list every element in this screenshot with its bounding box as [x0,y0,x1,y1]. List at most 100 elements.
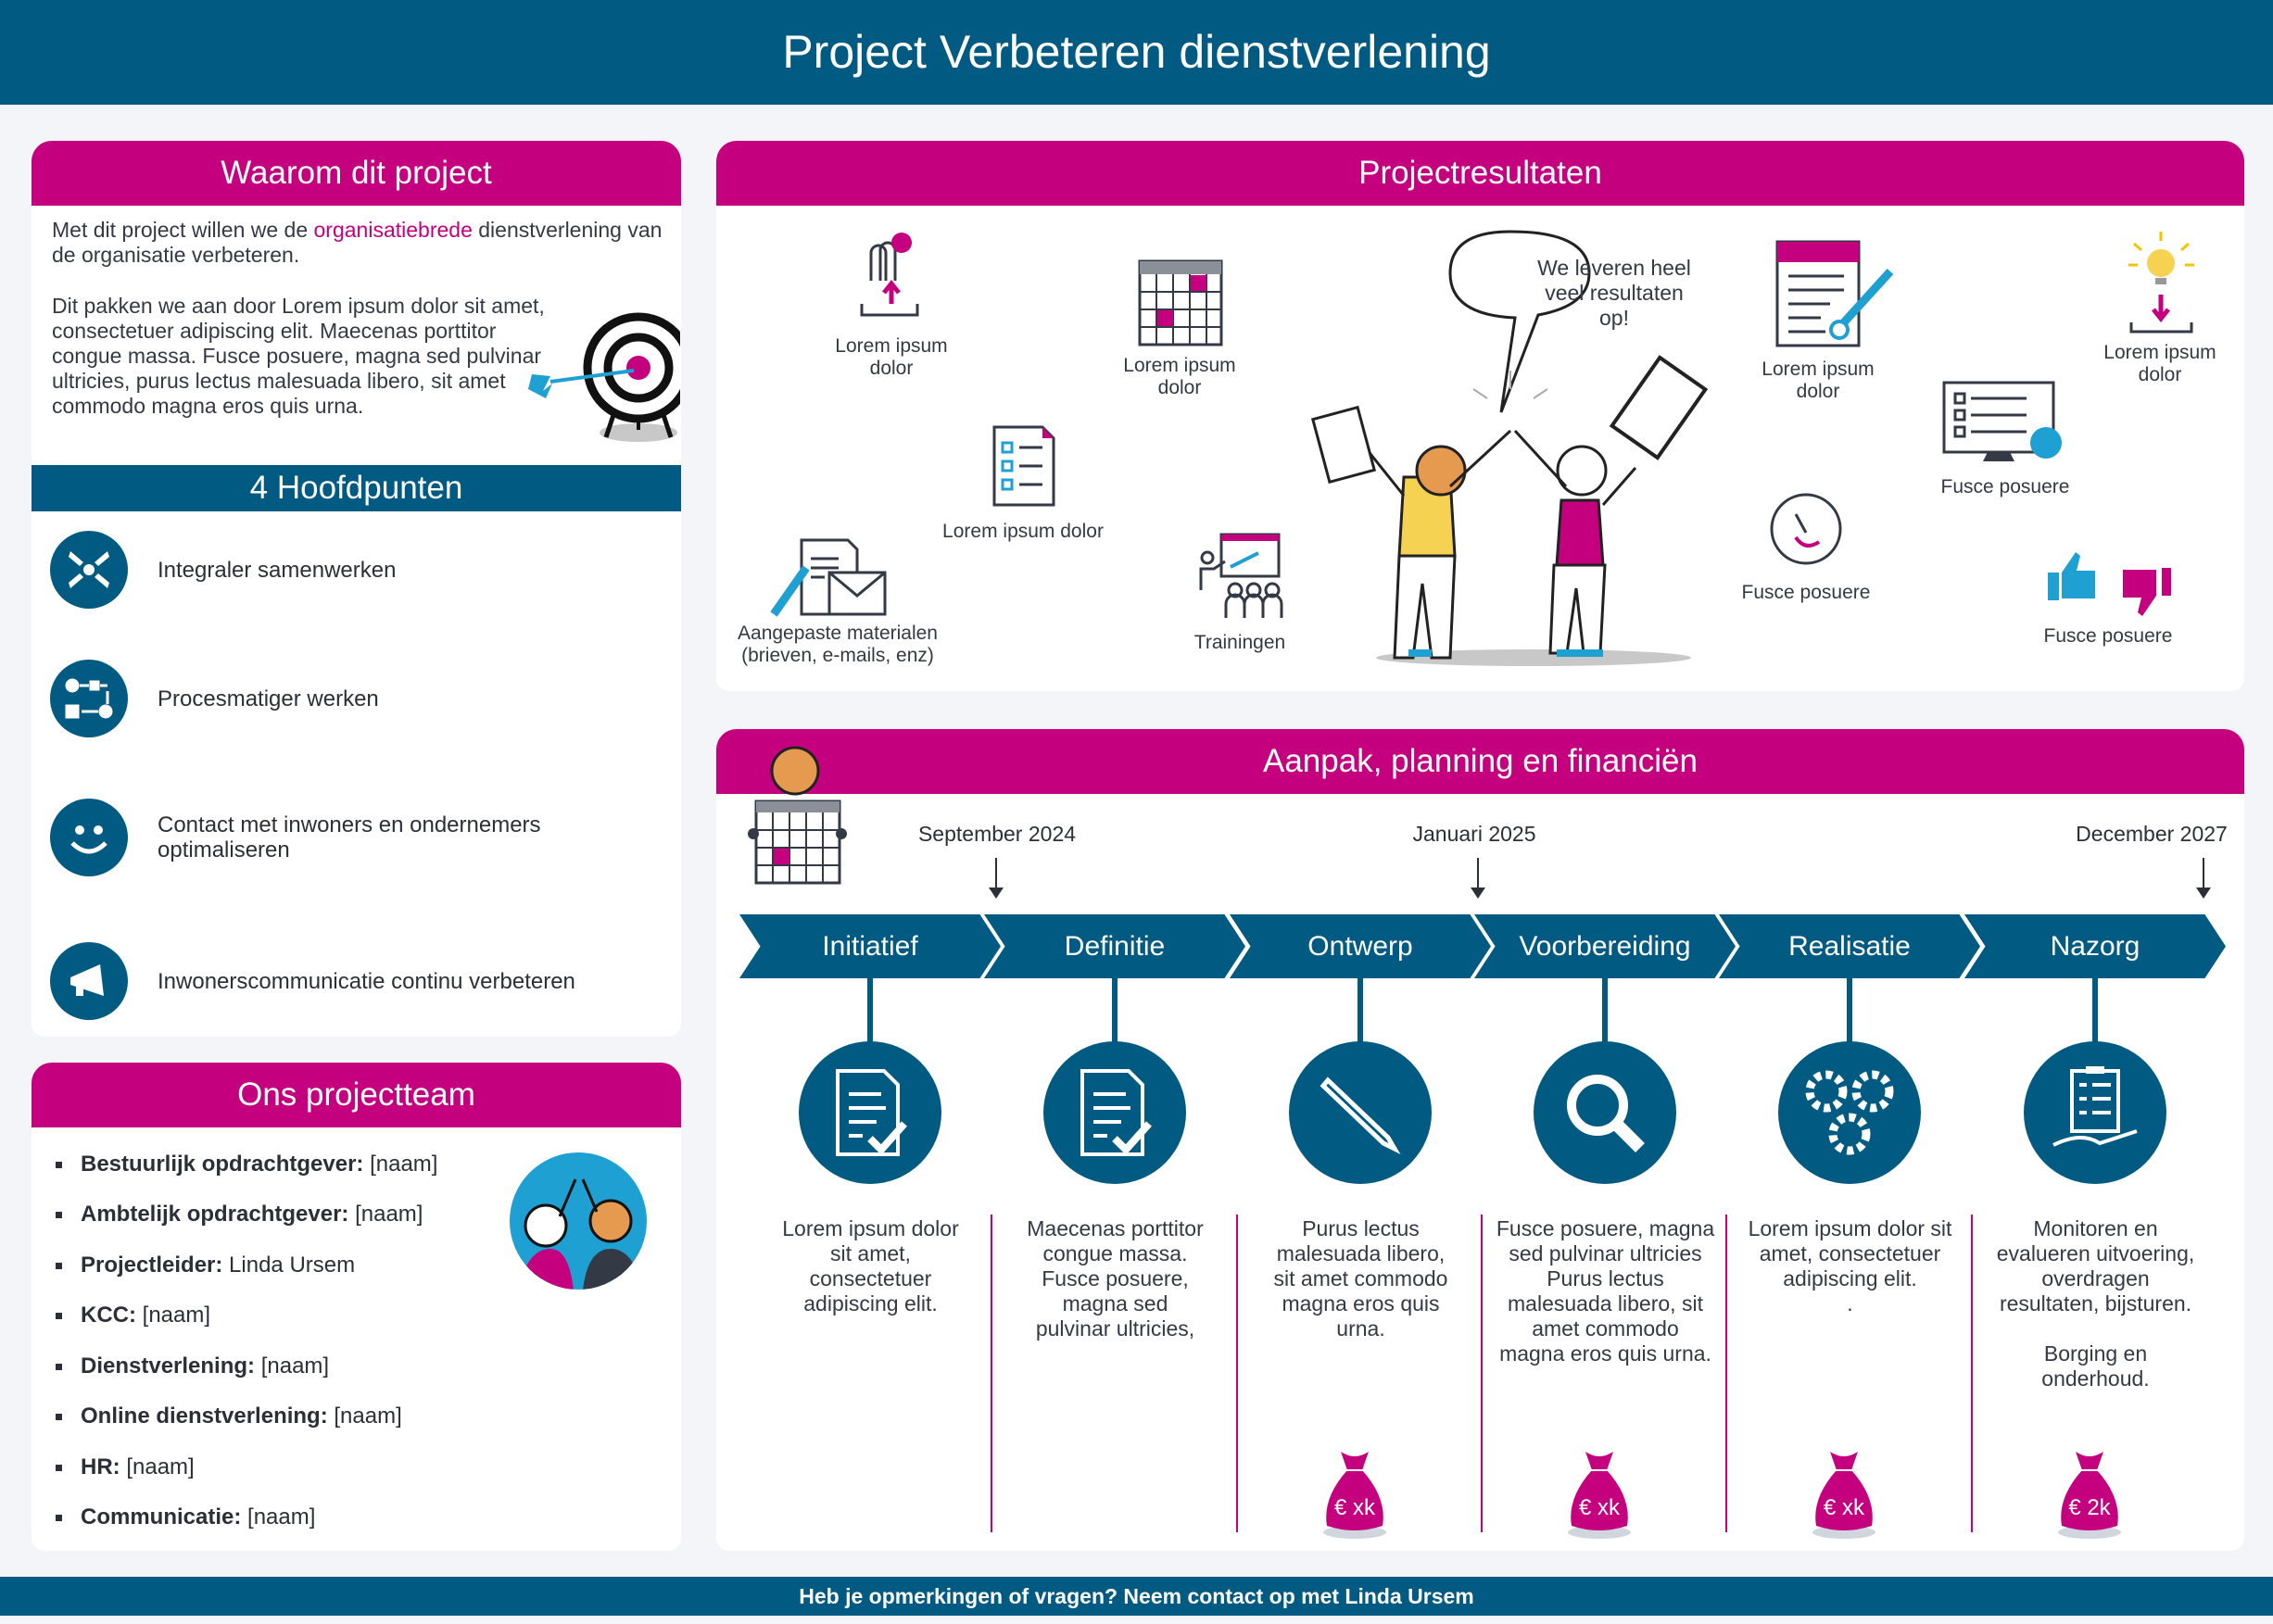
date-label: Januari 2025 [1412,822,1536,846]
member-role: Bestuurlijk opdrachtgever: [81,1152,364,1177]
phase-nazorg: Nazorg [1964,914,2226,978]
hoofdpunt-label: Contact met inwoners en ondernemers opti… [158,812,541,862]
gears-icon [1778,1041,1921,1184]
materials-icon [770,538,887,617]
hoofdpunt-label: Procesmatiger werken [158,686,379,711]
phase-connector [867,973,873,1047]
money-bag-icon: € xk [1798,1447,1890,1540]
planning-calendar-icon [748,746,847,885]
result-label: Lorem ipsum dolor [1762,359,1875,402]
team-title: Ons projectteam [32,1063,681,1127]
member-name: [naam] [120,1454,195,1479]
budget-label: € xk [1578,1495,1620,1520]
aanpak-title: Aanpak, planning en financiën [716,729,2244,794]
magnifier-icon [1534,1041,1676,1184]
speech-bubble-text: We leveren heel veel resultaten op! [1537,256,1691,330]
date-arrow-icon [1471,858,1485,899]
team-member: HR: [naam] [56,1454,195,1480]
member-role: Projectleider: [81,1253,223,1278]
member-name: [naam] [241,1504,316,1530]
thumbs-icon [2048,552,2171,616]
member-name: [naam] [255,1353,330,1379]
code-document-icon [1775,240,1894,347]
calendar-icon [1138,259,1223,346]
phase-connector [1357,973,1363,1047]
team-high-five-icon [510,1152,647,1290]
result-label: Fusce posuere [2043,625,2173,647]
result-label: Fusce posuere [1940,476,2070,497]
budget-label: € 2k [2068,1495,2111,1520]
team-member: Projectleider: Linda Ursem [56,1253,355,1278]
intro-text: Met dit project willen we de [52,218,314,242]
target-icon [528,312,680,442]
hands-icon [50,531,128,609]
member-name: [naam] [136,1303,211,1328]
phase-connector [1602,973,1608,1047]
phase-connector [1112,973,1118,1047]
result-label: Lorem ipsum dolor [1123,355,1236,398]
aanpak-card: Aanpak, planning en financiën [716,729,2244,1551]
phase-connector [1847,973,1852,1047]
date-label: September 2024 [917,822,1077,846]
result-label: Trainingen [1193,632,1286,653]
result-label: Lorem ipsum dolor [2103,342,2216,385]
document-check-icon [1043,1041,1186,1184]
lightbulb-icon [2128,232,2194,334]
team-member: Ambtelijk opdrachtgever: [naam] [56,1202,423,1227]
phase-divider [1971,1215,1973,1532]
phase-definitie: Definitie [984,914,1245,978]
member-role: Communicatie: [81,1504,242,1530]
team-member: Online dienstverlening: [naam] [56,1404,402,1429]
waarom-body: Dit pakken we aan door Lorem ipsum dolor… [52,294,545,418]
team-member: KCC: [naam] [56,1303,210,1328]
intro-text-end: dienstverlening van de organisatie verbe… [52,218,663,267]
phase-description: Lorem ipsum dolor sit amet, consectetuer… [1748,1216,1952,1316]
hoofdpunt-item: Inwonerscommunicatie continu verbeteren [32,942,575,1020]
member-name: Linda Ursem [222,1253,356,1278]
waarom-intro: Met dit project willen we de organisatie… [52,218,673,268]
resultaten-title: Projectresultaten [716,141,2244,206]
pencil-icon [1289,1041,1432,1184]
waarom-card: Waarom dit project Met dit project wille… [32,141,681,1037]
result-label: Fusce posuere [1741,582,1871,603]
phase-divider [991,1215,992,1532]
clipboard-hand-icon [2024,1041,2166,1184]
team-card: Ons projectteam Bestuurlijk opdrachtgeve… [32,1063,681,1551]
footer-contact: Heb je opmerkingen of vragen? Neem conta… [0,1577,2273,1616]
member-name: [naam] [363,1152,438,1177]
member-role: Ambtelijk opdrachtgever: [81,1202,349,1227]
member-role: HR: [81,1454,120,1479]
member-name: [naam] [348,1202,423,1227]
phase-ontwerp: Ontwerp [1230,914,1491,978]
intro-highlight: organisatiebrede [313,218,473,242]
phase-initiatief: Initiatief [739,914,1001,978]
waarom-title: Waarom dit project [32,141,681,206]
phase-description: Maecenas porttitor congue massa. Fusce p… [1027,1216,1204,1341]
phase-connector [2092,973,2098,1047]
phase-divider [1725,1215,1727,1532]
hoofdpunt-label: Integraler samenwerken [158,557,397,583]
phase-realisatie: Realisatie [1719,914,1980,978]
hoofdpunt-label: Inwonerscommunicatie continu verbeteren [158,968,575,994]
hoofdpunt-item: Integraler samenwerken [32,531,396,609]
page-title: Project Verbeteren dienstverlening [0,0,2273,105]
date-label: December 2027 [2076,822,2228,846]
document-check-icon [799,1041,941,1184]
hoofdpunt-item: Procesmatiger werken [32,660,379,737]
money-bag-icon: € xk [1308,1447,1401,1540]
team-member: Bestuurlijk opdrachtgever: [naam] [56,1152,437,1177]
phase-voorbereiding: Voorbereiding [1474,914,1736,978]
budget-label: € xk [1333,1495,1375,1520]
money-bag-icon: € 2k [2043,1447,2136,1540]
phase-divider [1236,1215,1238,1532]
people-upload-icon [860,233,919,317]
process-icon [50,660,128,737]
member-role: KCC: [81,1303,136,1328]
phase-description: Purus lectus malesuada libero, sit amet … [1273,1216,1448,1341]
team-member: Dienstverlening: [naam] [56,1353,329,1379]
checklist-document-icon [992,425,1055,507]
hoofdpunt-item: Contact met inwoners en ondernemers opti… [32,799,565,876]
result-label: Lorem ipsum dolor [942,521,1104,542]
training-icon [1199,533,1283,618]
team-member: Communicatie: [naam] [56,1504,315,1530]
